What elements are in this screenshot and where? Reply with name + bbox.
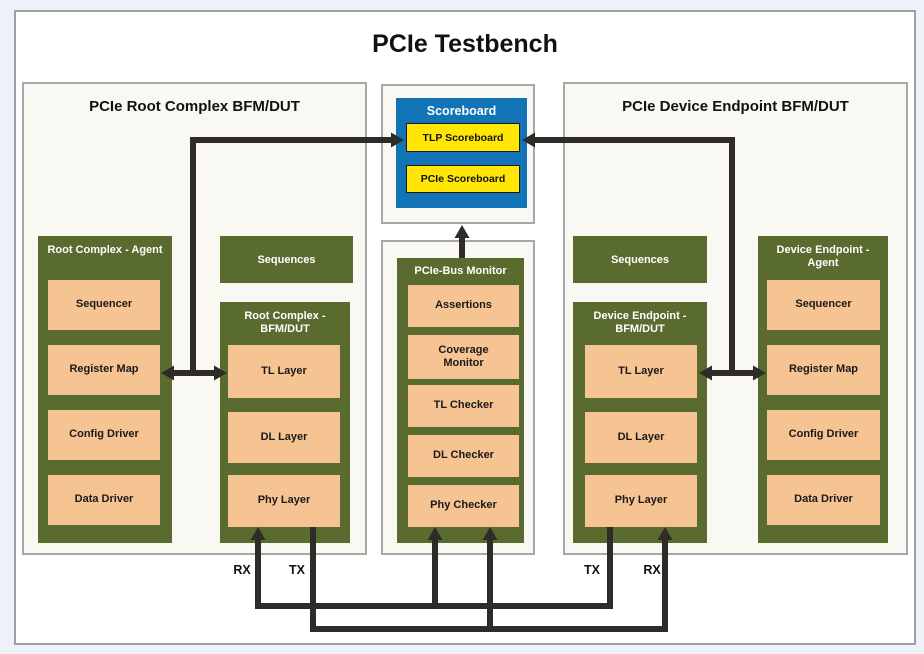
coverage-monitor-box: Coverage Monitor	[408, 335, 519, 379]
rc-dl-layer-box: DL Layer	[228, 412, 340, 463]
tl-checker-box: TL Checker	[408, 385, 519, 427]
device-endpoint-bfm-title: Device Endpoint - BFM/DUT	[593, 310, 687, 336]
rc-rx-label: RX	[233, 563, 251, 577]
de-tx-label: TX	[584, 563, 600, 577]
root-complex-agent-title: Root Complex - Agent	[47, 244, 163, 256]
de-register-map-box: Register Map	[767, 345, 880, 395]
de-phy-layer-box: Phy Layer	[585, 475, 697, 527]
rc-config-driver-box: Config Driver	[48, 410, 160, 460]
pcie-scoreboard-box: PCIe Scoreboard	[406, 165, 520, 193]
rc-sequences-box: Sequences	[220, 236, 353, 283]
pcie-bus-monitor-title: PCIe-Bus Monitor	[414, 265, 507, 277]
rc-tl-layer-box: TL Layer	[228, 345, 340, 398]
phy-checker-box: Phy Checker	[408, 485, 519, 527]
device-endpoint-title: PCIe Device Endpoint BFM/DUT	[622, 98, 849, 115]
assertions-box: Assertions	[408, 285, 519, 327]
rc-phy-layer-box: Phy Layer	[228, 475, 340, 527]
rc-tx-label: TX	[289, 563, 305, 577]
de-data-driver-box: Data Driver	[767, 475, 880, 525]
rc-sequencer-box: Sequencer	[48, 280, 160, 330]
dl-checker-box: DL Checker	[408, 435, 519, 477]
root-complex-title: PCIe Root Complex BFM/DUT	[89, 98, 300, 115]
de-dl-layer-box: DL Layer	[585, 412, 697, 463]
de-sequencer-box: Sequencer	[767, 280, 880, 330]
rc-register-map-box: Register Map	[48, 345, 160, 395]
de-rx-label: RX	[643, 563, 661, 577]
de-config-driver-box: Config Driver	[767, 410, 880, 460]
root-complex-bfm-title: Root Complex - BFM/DUT	[244, 310, 326, 336]
device-endpoint-agent-title: Device Endpoint - Agent	[776, 244, 870, 270]
de-sequences-box: Sequences	[573, 236, 707, 283]
rc-data-driver-box: Data Driver	[48, 475, 160, 525]
scoreboard-title: Scoreboard	[426, 104, 497, 118]
de-tl-layer-box: TL Layer	[585, 345, 697, 398]
tlp-scoreboard-box: TLP Scoreboard	[406, 123, 520, 152]
diagram-title: PCIe Testbench	[372, 30, 558, 58]
